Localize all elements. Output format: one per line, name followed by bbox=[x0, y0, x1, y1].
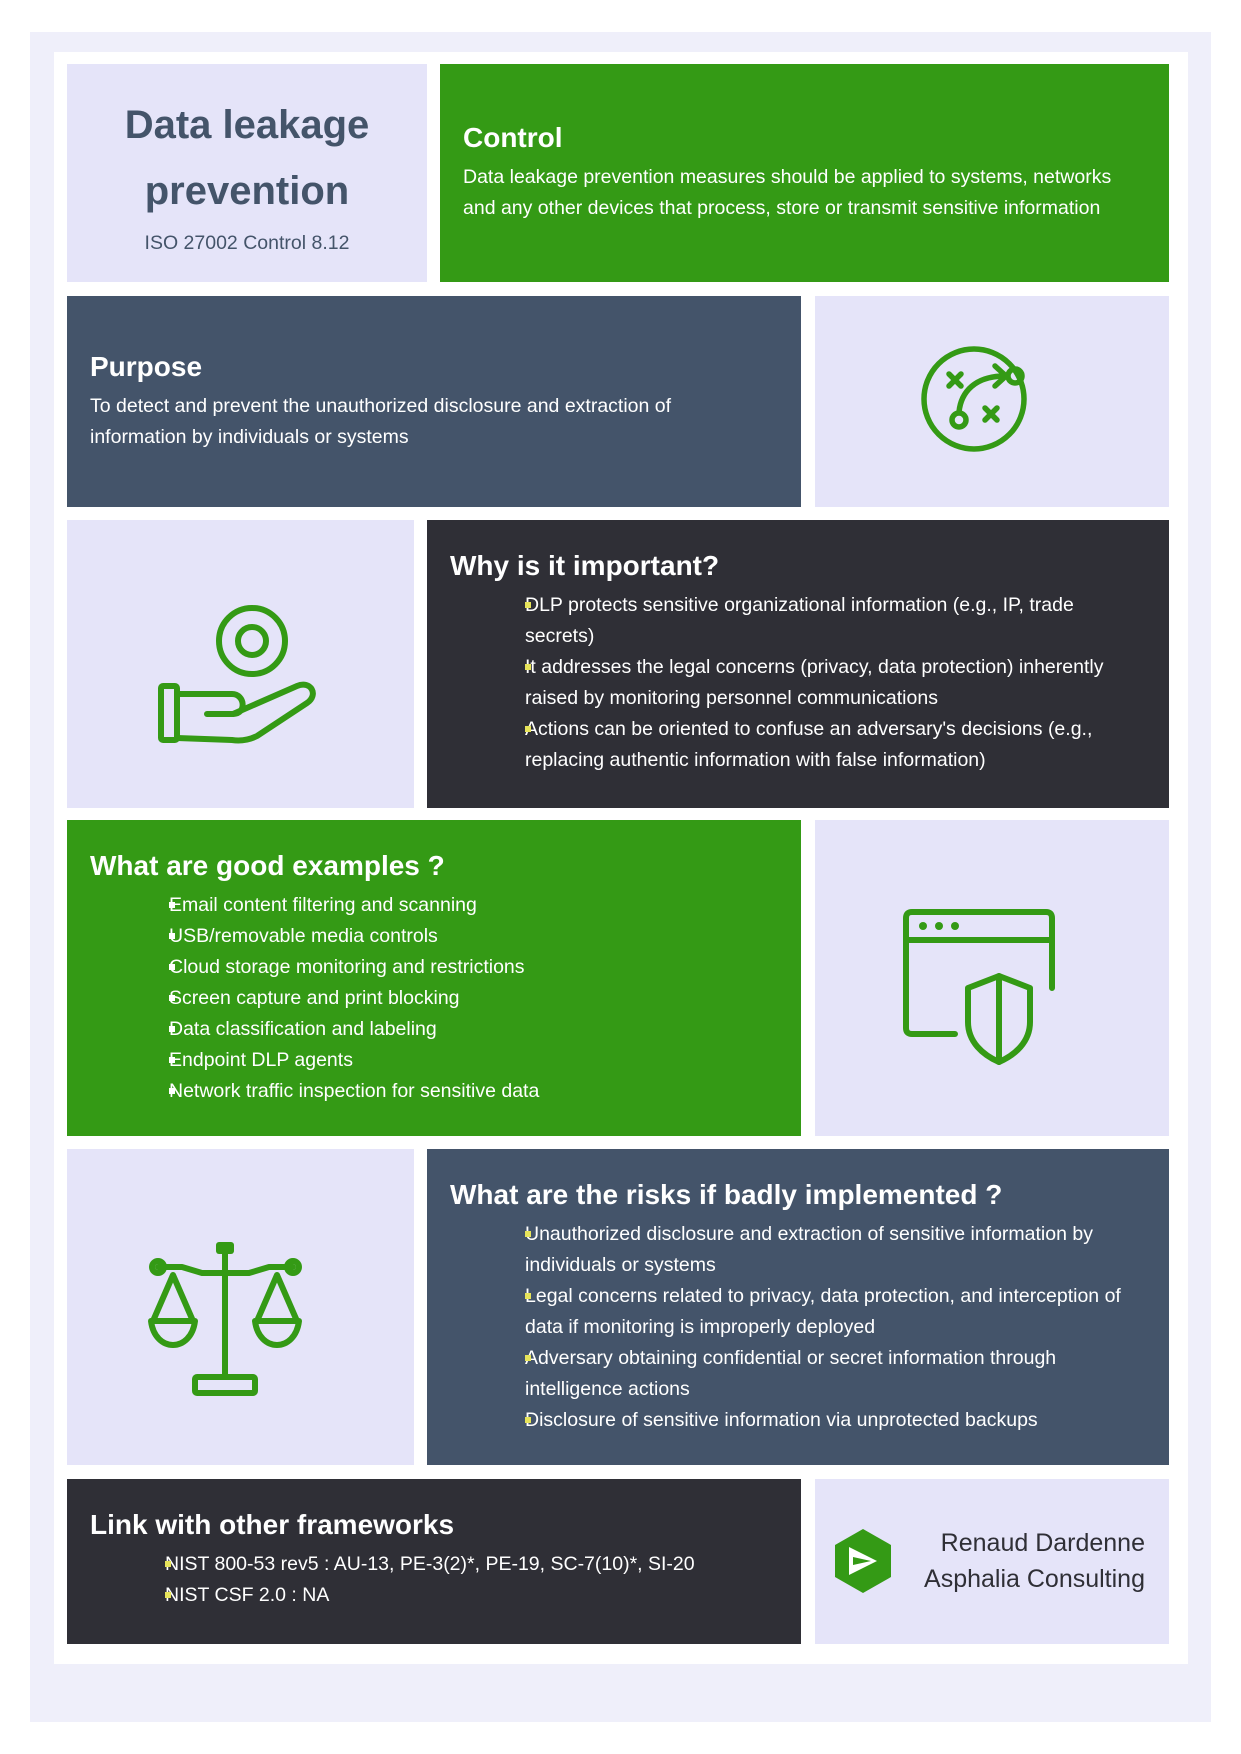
control-text: Data leakage prevention measures should … bbox=[463, 166, 1112, 219]
author-company: Asphalia Consulting bbox=[924, 1565, 1145, 1593]
list-item: Cloud storage monitoring and restriction… bbox=[169, 952, 781, 983]
frameworks-section: Link with other frameworks NIST 800-53 r… bbox=[67, 1479, 801, 1644]
list-item: NIST 800-53 rev5 : AU-13, PE-3(2)*, PE-1… bbox=[165, 1549, 781, 1580]
list-item: It addresses the legal concerns (privacy… bbox=[525, 652, 1149, 714]
hand-coin-icon bbox=[158, 605, 316, 744]
list-item: Screen capture and print blocking bbox=[169, 983, 781, 1014]
control-heading: Control bbox=[463, 122, 563, 153]
examples-section: What are good examples ? Email content f… bbox=[67, 820, 801, 1136]
purpose-heading: Purpose bbox=[90, 351, 203, 382]
scales-icon-box bbox=[67, 1149, 414, 1465]
list-item: Legal concerns related to privacy, data … bbox=[525, 1281, 1149, 1343]
scales-icon bbox=[148, 1242, 302, 1396]
frameworks-heading: Link with other frameworks bbox=[90, 1509, 455, 1540]
list-item: NIST CSF 2.0 : NA bbox=[165, 1580, 781, 1611]
importance-list: DLP protects sensitive organizational in… bbox=[450, 590, 1149, 776]
browser-shield-icon bbox=[903, 909, 1055, 1065]
purpose-section: Purpose To detect and prevent the unauth… bbox=[67, 296, 801, 507]
examples-list: Email content filtering and scanning USB… bbox=[90, 890, 781, 1107]
risks-section: What are the risks if badly implemented … bbox=[427, 1149, 1169, 1465]
list-item: Actions can be oriented to confuse an ad… bbox=[525, 714, 1149, 776]
list-item: Email content filtering and scanning bbox=[169, 890, 781, 921]
list-item: USB/removable media controls bbox=[169, 921, 781, 952]
author-section: Renaud Dardenne Asphalia Consulting bbox=[815, 1479, 1169, 1644]
browser-shield-icon-box bbox=[815, 820, 1169, 1136]
list-item: Adversary obtaining confidential or secr… bbox=[525, 1343, 1149, 1405]
frameworks-list: NIST 800-53 rev5 : AU-13, PE-3(2)*, PE-1… bbox=[90, 1549, 781, 1611]
page-subtitle: ISO 27002 Control 8.12 bbox=[144, 232, 350, 254]
risks-heading: What are the risks if badly implemented … bbox=[450, 1179, 1003, 1210]
list-item: Network traffic inspection for sensitive… bbox=[169, 1076, 781, 1107]
purpose-text: To detect and prevent the unauthorized d… bbox=[90, 395, 672, 448]
list-item: Disclosure of sensitive information via … bbox=[525, 1405, 1149, 1436]
strategy-icon bbox=[921, 346, 1027, 452]
list-item: Data classification and labeling bbox=[169, 1014, 781, 1045]
strategy-icon-box bbox=[815, 296, 1169, 507]
asphalia-logo-icon bbox=[835, 1529, 891, 1593]
examples-heading: What are good examples ? bbox=[90, 850, 445, 881]
control-section: Control Data leakage prevention measures… bbox=[440, 64, 1169, 282]
title-box: Data leakage prevention ISO 27002 Contro… bbox=[67, 64, 427, 282]
author-name: Renaud Dardenne bbox=[940, 1529, 1145, 1557]
list-item: Unauthorized disclosure and extraction o… bbox=[525, 1219, 1149, 1281]
list-item: DLP protects sensitive organizational in… bbox=[525, 590, 1149, 652]
risks-list: Unauthorized disclosure and extraction o… bbox=[450, 1219, 1149, 1436]
list-item: Endpoint DLP agents bbox=[169, 1045, 781, 1076]
importance-heading: Why is it important? bbox=[450, 550, 720, 581]
hand-icon-box bbox=[67, 520, 414, 808]
importance-section: Why is it important? DLP protects sensit… bbox=[427, 520, 1169, 808]
page-title: Data leakage prevention bbox=[124, 103, 370, 213]
